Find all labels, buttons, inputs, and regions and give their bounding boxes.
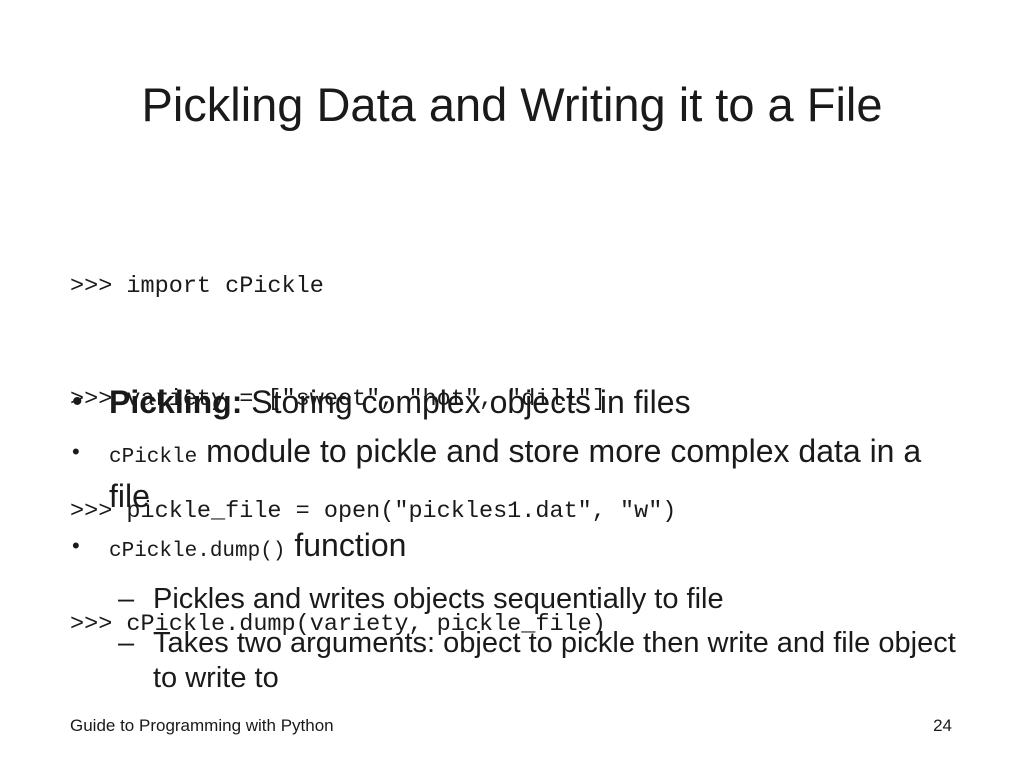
bullet-marker: •	[72, 439, 80, 464]
code-block: >>> import cPickle >>> variety = ["sweet…	[70, 193, 676, 681]
bullet-marker: •	[72, 385, 83, 418]
code-line: >>> import cPickle	[70, 273, 324, 300]
slide-title: Pickling Data and Writing it to a File	[141, 78, 883, 131]
sub-bullet-sequential: – Pickles and writes objects sequentiall…	[70, 582, 970, 617]
bullet-marker: •	[72, 533, 80, 558]
bullet-text: function	[285, 527, 407, 563]
sub-bullet-marker: –	[118, 583, 135, 615]
bullet-list: • Pickling: Storing complex objects in f…	[70, 383, 970, 705]
bullet-term: Pickling:	[109, 384, 243, 420]
sub-bullet-marker: –	[118, 627, 135, 659]
bullet-code: cPickle	[109, 446, 198, 469]
code-line: >>> variety = ["sweet", "hot", "dill"]	[70, 385, 606, 413]
sub-bullet-text: Pickles and writes objects sequentially …	[153, 583, 724, 615]
bullet-text: module to pickle and store more complex …	[109, 433, 922, 514]
sub-bullet-text: Takes two arguments: object to pickle th…	[153, 627, 956, 694]
footer-title: Guide to Programming with Python	[70, 716, 334, 735]
code-line: >>> cPickle.dump(variety, pickle_file)	[70, 610, 606, 638]
sub-bullet-arguments: – Takes two arguments: object to pickle …	[70, 626, 970, 696]
bullet-dump-function: • cPickle.dump() function	[70, 526, 970, 571]
bullet-pickling: • Pickling: Storing complex objects in f…	[70, 383, 970, 421]
bullet-code: cPickle.dump()	[109, 540, 286, 563]
bullet-cpickle-module: • cPickle module to pickle and store mor…	[70, 432, 970, 515]
code-line: >>> pickle_file = open("pickles1.dat", "…	[70, 498, 677, 525]
bullet-text: Storing complex objects in files	[242, 384, 691, 420]
page-number: 24	[933, 716, 952, 735]
